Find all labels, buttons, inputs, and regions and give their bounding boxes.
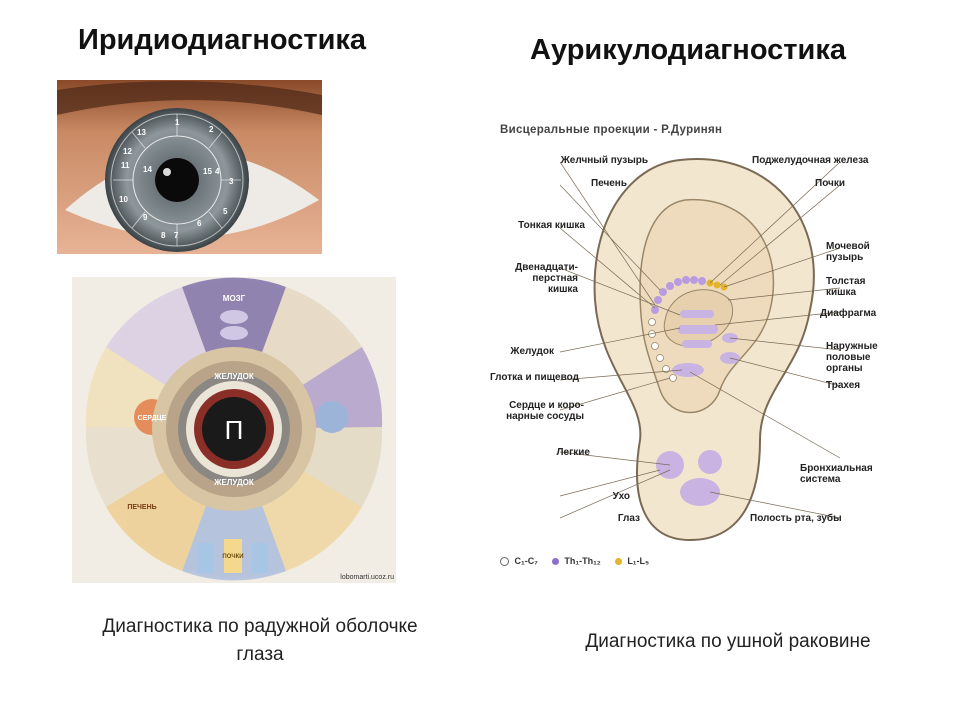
caption-line: глаза [236,643,284,665]
chart-center-letter: П [225,415,244,445]
chart-watermark: lobomarti.ucoz.ru [340,574,394,581]
ear-label-line: Толстая [826,276,866,287]
eye-number: 15 [203,167,212,176]
chart-sector-label: ПЕЧЕНЬ [127,504,156,511]
chart-ring-label: ЖЕЛУДОК [213,478,254,487]
ear-label-heart: Сердце и коро- нарные сосуды [490,400,584,422]
ear-label-line: пузырь [826,252,864,263]
ear-label-line: перстная [532,273,578,284]
ear-label-bronchial: Бронхиальная система [800,463,873,485]
eye-number: 1 [175,118,180,127]
ear-label-pancreas: Поджелудочная железа [752,155,869,166]
ear-diagram-title: Висцеральные проекции - Р.Дуринян [500,124,723,136]
ear-label-line: половые [826,352,871,363]
eye-number: 12 [123,147,132,156]
eye-number: 10 [119,195,128,204]
ear-label-lungs: Легкие [556,447,590,458]
eye-number: 14 [143,165,152,174]
eye-number: 11 [121,161,130,170]
ear-label-line: Бронхиальная [800,463,873,474]
ear-label-duodenum: Двенадцати- перстная кишка [490,262,578,295]
auriculo-title: Аурикулодиагностика [530,34,846,66]
ear-label-line: система [800,474,841,485]
ear-label-small-intestine: Тонкая кишка [518,220,585,231]
chart-sector-label: ПОЧКИ [222,554,243,560]
legend-dot-icon [500,557,509,567]
auriculo-caption: Диагностика по ушной раковине [585,631,871,652]
ear-label-kidneys: Почки [815,178,846,189]
eye-photo: 1 2 3 4 5 6 7 8 9 10 11 12 13 14 15 [57,80,322,254]
caption-line: Диагностика по радужной оболочке [102,616,418,637]
ear-label-ear: Ухо [612,491,630,502]
iridology-chart: П ЖЕЛУДОК ЖЕЛУДОК МОЗГ СЕРДЦЕ ПЕЧЕНЬ ПОЧ… [72,277,396,583]
iridology-title: Иридиодиагностика [78,24,367,56]
ear-label-line: нарные сосуды [506,411,584,422]
ear-label-genitals: Наружные половые органы [826,341,878,374]
ear-label-pharynx: Глотка и пищевод [490,372,579,383]
iridology-caption: Диагностика по радужной оболочке глаза [60,613,460,668]
ear-label-diaphragm: Диафрагма [820,308,877,319]
ear-label-line: Сердце и коро- [509,400,584,411]
eye-number: 4 [215,167,220,176]
ear-label-line: Мочевой [826,241,870,252]
ear-label-mouth: Полость рта, зубы [750,513,842,524]
ear-legend: C₁-C₇ Th₁-Th₁₂ L₁-L₅ [500,556,650,567]
legend-item: Th₁-Th₁₂ [551,556,601,567]
ear-label-line: кишка [547,284,578,295]
legend-label: L₁-L₅ [627,556,650,567]
ear-label-line: Двенадцати- [515,262,578,273]
chart-sector-label: МОЗГ [223,294,246,303]
legend-item: L₁-L₅ [614,556,650,567]
ear-label-colon: Толстая кишка [826,276,865,298]
legend-label: C₁-C₇ [514,556,538,566]
eye-number: 9 [143,213,148,222]
ear-label-bladder: Мочевой пузырь [826,241,870,263]
legend-item: C₁-C₇ [500,556,538,567]
eye-number: 6 [197,219,202,228]
chart-sector-label: СЕРДЦЕ [138,415,167,422]
ear-label-stomach: Желудок [510,346,554,357]
legend-label: Th₁-Th₁₂ [564,556,601,567]
ear-label-eye: Глаз [617,513,640,524]
eye-number: 2 [209,125,214,134]
eye-number: 13 [137,128,146,137]
legend-dot-icon [551,558,559,566]
legend-dot-icon [614,558,622,566]
chart-ring-label: ЖЕЛУДОК [213,372,254,381]
eye-number: 8 [161,231,166,240]
ear-label-line: кишка [826,287,857,298]
ear-label-line: органы [826,363,863,374]
ear-label-liver: Печень [590,178,627,189]
eye-number: 5 [223,207,228,216]
ear-label-trachea: Трахея [826,380,861,391]
eye-number: 3 [229,177,234,186]
eye-number: 7 [174,231,179,240]
ear-label-gallbladder: Желчный пузырь [560,155,648,166]
ear-label-line: Наружные [826,341,878,352]
ear-drawing [560,158,840,542]
